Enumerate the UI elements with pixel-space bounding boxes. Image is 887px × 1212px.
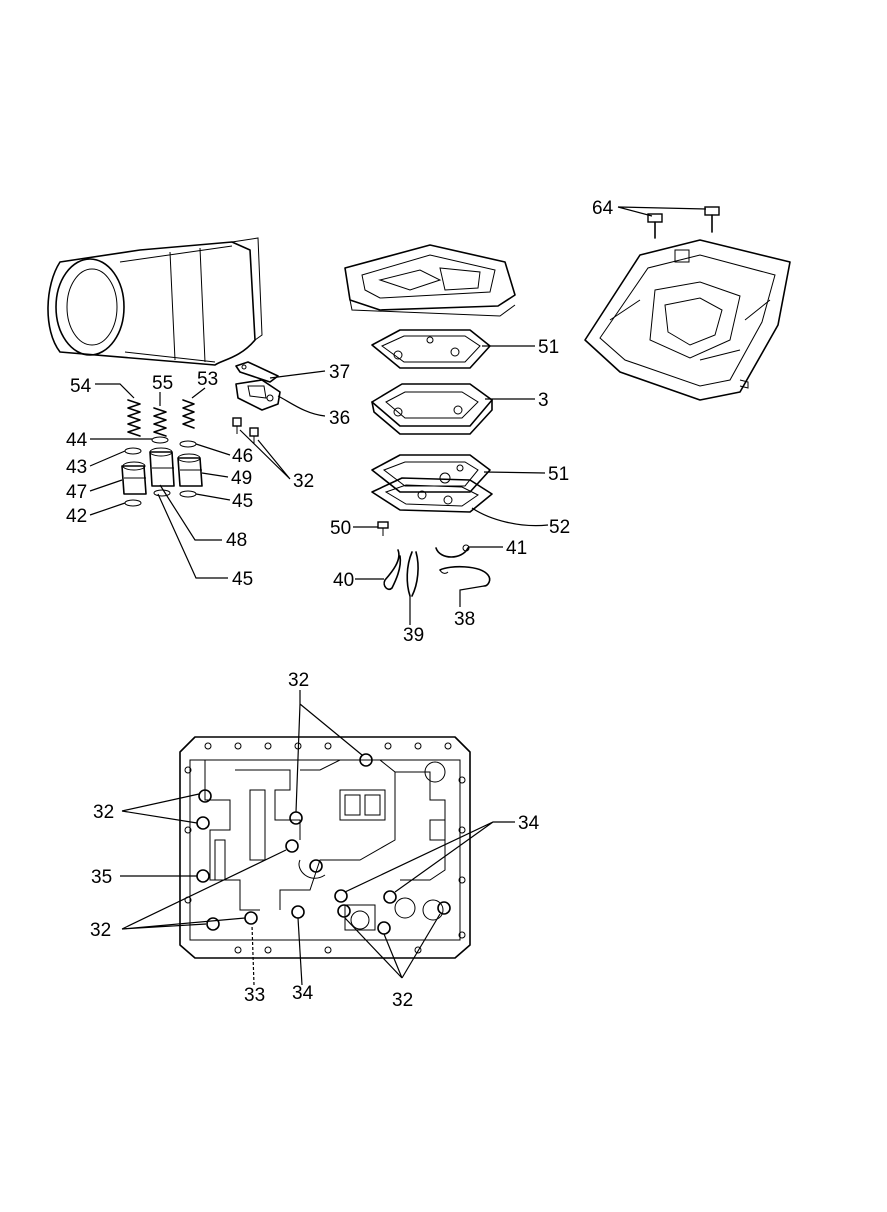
plunger-49 xyxy=(177,453,203,487)
transmission-housing xyxy=(47,237,263,366)
spring-53 xyxy=(182,399,195,429)
spring-55 xyxy=(153,407,167,437)
gasket-51-upper xyxy=(371,329,491,369)
valve-body-plan xyxy=(179,736,471,959)
leader-lines xyxy=(89,206,707,986)
callout-41: 41 xyxy=(506,538,527,559)
valve-body-cover xyxy=(344,244,516,317)
callout-49: 49 xyxy=(231,468,252,489)
callout-39: 39 xyxy=(403,625,424,646)
installed-valve-body xyxy=(584,239,791,401)
plunger-48 xyxy=(149,447,175,487)
block-36 xyxy=(235,379,281,411)
callout-32-plan-bottom-right: 32 xyxy=(392,990,413,1011)
callout-32-plan-top: 32 xyxy=(288,670,309,691)
callout-34-plan-bottom: 34 xyxy=(292,983,314,1004)
o-rings xyxy=(124,436,197,507)
gasket-51-lower xyxy=(371,454,491,493)
plan-bolt-holes xyxy=(196,753,451,935)
callout-55: 55 xyxy=(152,373,173,394)
bolt-50 xyxy=(377,521,389,536)
callout-36: 36 xyxy=(329,408,350,429)
spring-54 xyxy=(127,399,141,437)
callout-40: 40 xyxy=(333,570,354,591)
callout-32-bolts: 32 xyxy=(293,471,314,492)
callout-45-upper: 45 xyxy=(232,491,253,512)
callout-54: 54 xyxy=(70,376,92,397)
clip-38 xyxy=(439,565,491,587)
callout-53: 53 xyxy=(197,369,218,390)
callout-35: 35 xyxy=(91,867,112,888)
callout-51-lower: 51 xyxy=(548,464,569,485)
callout-labels: 64 51 3 37 36 32 51 52 50 41 40 39 38 54… xyxy=(66,198,614,1011)
spring-clip-39 xyxy=(406,551,419,597)
gasket-52 xyxy=(371,477,493,513)
callout-32-plan-left: 32 xyxy=(93,802,114,823)
callout-34-plan-right: 34 xyxy=(518,813,540,834)
separator-plate-3 xyxy=(371,383,493,435)
callout-33: 33 xyxy=(244,985,265,1006)
callout-3: 3 xyxy=(538,390,549,411)
plate-37 xyxy=(235,361,279,383)
plunger-47 xyxy=(121,461,147,495)
spring-clip-40 xyxy=(383,549,402,591)
callout-64: 64 xyxy=(592,198,614,219)
callout-37: 37 xyxy=(329,362,350,383)
callout-42: 42 xyxy=(66,506,87,527)
callout-47: 47 xyxy=(66,482,87,503)
callout-38: 38 xyxy=(454,609,475,630)
callout-43: 43 xyxy=(66,457,87,478)
callout-44: 44 xyxy=(66,430,88,451)
bolts-64 xyxy=(647,206,720,239)
callout-45-lower: 45 xyxy=(232,569,253,590)
callout-50: 50 xyxy=(330,518,351,539)
bolts-32 xyxy=(232,417,259,444)
callout-51-upper: 51 xyxy=(538,337,559,358)
callout-46: 46 xyxy=(232,446,253,467)
callout-52: 52 xyxy=(549,517,570,538)
edge-holes xyxy=(184,742,466,954)
clip-41 xyxy=(435,544,470,558)
callout-32-plan-lower-left: 32 xyxy=(90,920,111,941)
callout-48: 48 xyxy=(226,530,247,551)
